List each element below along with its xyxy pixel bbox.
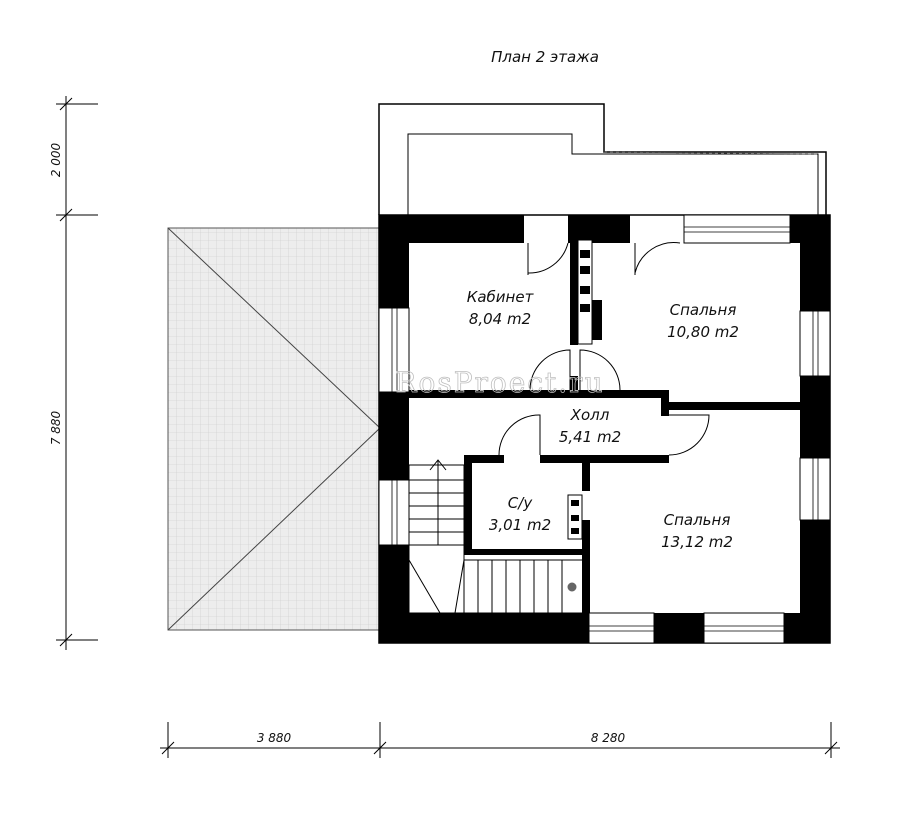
room-bedroom1-area: 10,80 m2 <box>667 323 739 341</box>
room-hall-area: 5,41 m2 <box>559 428 621 446</box>
plan-title: План 2 этажа <box>491 48 599 66</box>
room-bedroom1-name: Спальня <box>670 301 737 319</box>
dim-terrace-width: 3 880 <box>257 731 292 745</box>
interior-walls <box>379 215 830 613</box>
room-bathroom-area: 3,01 m2 <box>489 516 551 534</box>
room-bathroom-name: С/у <box>508 494 534 512</box>
room-cabinet-name: Кабинет <box>467 288 535 306</box>
dim-balcony-depth: 2 000 <box>49 142 63 177</box>
room-bedroom2-name: Спальня <box>664 511 731 529</box>
watermark: RosProect.ru <box>395 366 604 399</box>
balcony <box>378 103 827 215</box>
doors <box>498 242 710 456</box>
horizontal-dimensions <box>160 722 840 758</box>
terrace-roof <box>167 227 381 631</box>
room-hall-name: Холл <box>570 406 610 424</box>
room-bedroom2-area: 13,12 m2 <box>661 533 733 551</box>
room-labels: Кабинет 8,04 m2 Спальня 10,80 m2 Холл 5,… <box>467 288 739 551</box>
room-cabinet-area: 8,04 m2 <box>469 310 531 328</box>
staircase <box>408 459 585 614</box>
dim-house-width: 8 280 <box>591 731 626 745</box>
vertical-dimensions <box>56 96 98 650</box>
dim-house-depth: 7 880 <box>49 410 63 445</box>
